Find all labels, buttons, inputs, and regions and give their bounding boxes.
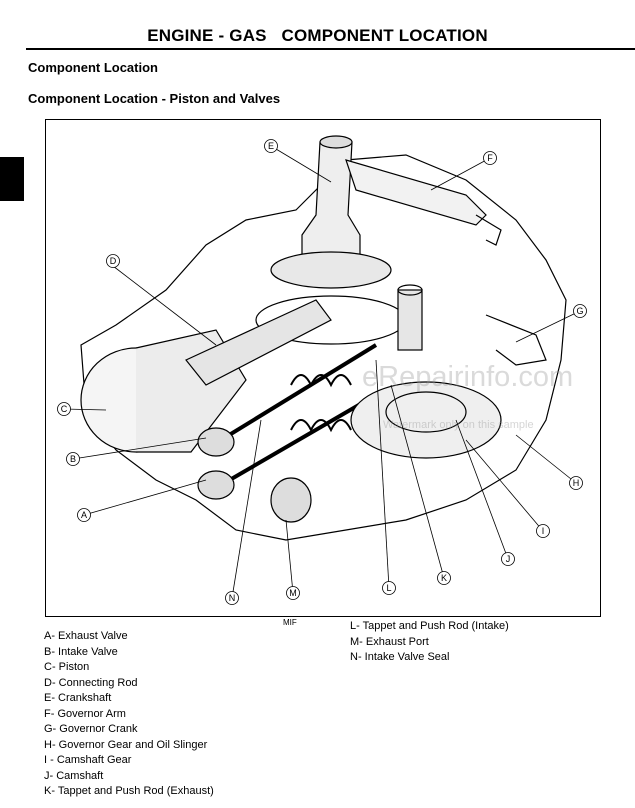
callout-f: F — [487, 153, 493, 163]
section-heading: Component Location — [28, 60, 158, 75]
legend-right: L- Tappet and Push Rod (Intake) M- Exhau… — [350, 619, 509, 666]
engine-drawing: A B C D E F G H I J K L M N — [57, 135, 587, 605]
legend-item: B- Intake Valve — [44, 645, 118, 658]
callout-g: G — [576, 306, 583, 316]
legend-item: L- Tappet and Push Rod (Intake) — [350, 620, 509, 632]
title-rule — [26, 48, 635, 50]
legend-item: N- Intake Valve Seal — [350, 651, 450, 663]
engine-illustration: A B C D E F G H I J K L M N — [45, 119, 601, 617]
legend-item: J- Camshaft — [44, 769, 104, 782]
callout-m: M — [289, 588, 297, 598]
legend-item: F- Governor Arm — [44, 707, 126, 720]
legend-left: A- Exhaust Valve B- Intake Valve C- Pist… — [44, 629, 214, 800]
legend-item: A- Exhaust Valve — [44, 630, 128, 642]
callout-a: A — [81, 510, 87, 520]
figure-code: MIF — [283, 618, 297, 627]
callout-c: C — [61, 404, 68, 414]
watermark-site: eRepairinfo.com — [362, 361, 574, 393]
legend-item: D- Connecting Rod — [44, 676, 138, 689]
callout-group — [57, 139, 587, 605]
callout-h: H — [573, 478, 580, 488]
section-subheading: Component Location - Piston and Valves — [28, 91, 281, 106]
callout-d: D — [110, 256, 117, 266]
legend-item: H- Governor Gear and Oil Slinger — [44, 738, 208, 751]
watermark-note: Watermark only on this sample — [383, 419, 534, 431]
callout-j: J — [506, 554, 511, 564]
section-tab-marker — [0, 157, 24, 201]
legend-item: G- Governor Crank — [44, 723, 138, 735]
callout-l: L — [386, 583, 391, 593]
legend-item: C- Piston — [44, 661, 90, 673]
legend-item: E- Crankshaft — [44, 692, 112, 704]
legend-item: K- Tappet and Push Rod (Exhaust) — [44, 785, 214, 797]
page-title: ENGINE - GAS COMPONENT LOCATION — [147, 26, 488, 45]
callout-b: B — [70, 454, 76, 464]
callout-e: E — [268, 141, 274, 151]
legend-item: I - Camshaft Gear — [44, 754, 132, 766]
callout-i: I — [542, 526, 545, 536]
callout-n: N — [229, 593, 236, 603]
callout-k: K — [441, 573, 447, 583]
legend-item: M- Exhaust Port — [350, 635, 429, 648]
